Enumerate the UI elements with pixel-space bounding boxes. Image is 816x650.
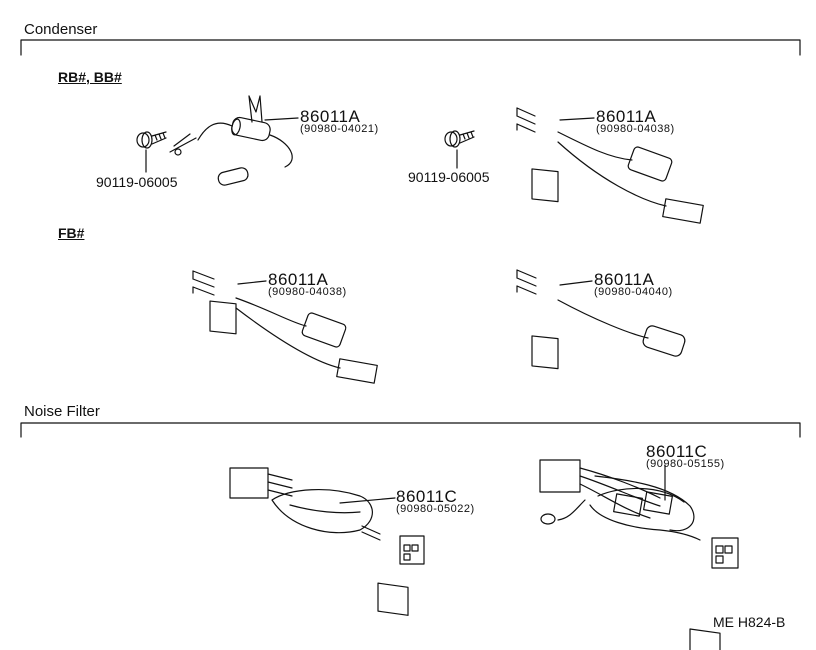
part-number-screw1: 90119-06005 <box>96 174 178 190</box>
noise-filter-section-label: Noise Filter <box>24 403 100 420</box>
leader-line-c2 <box>560 118 594 120</box>
condenser-section-bracket <box>21 40 800 55</box>
sub-number-c3: (90980-04038) <box>268 286 347 298</box>
leader-line-c3 <box>238 281 266 284</box>
screw-90119-06005-drawing-2 <box>445 131 474 147</box>
diagram-code: ME H824-B <box>713 614 786 630</box>
sub-number-nf1: (90980-05022) <box>396 503 475 515</box>
sub-number-c1: (90980-04021) <box>300 123 379 135</box>
condenser-86011a-04038-drawing-1 <box>517 108 703 223</box>
fb-group-label: FB# <box>58 225 85 241</box>
sub-number-nf2: (90980-05155) <box>646 458 725 470</box>
sub-number-c2: (90980-04038) <box>596 123 675 135</box>
rb-bb-group-label: RB#, BB# <box>58 69 122 85</box>
condenser-86011a-04021-drawing <box>170 96 292 186</box>
part-number-c3: 86011A <box>268 270 329 289</box>
condenser-86011a-04038-drawing-2 <box>193 271 377 383</box>
screw-90119-06005-drawing-1 <box>137 132 166 148</box>
part-number-nf1: 86011C <box>396 487 458 506</box>
noise-filter-86011c-05155-drawing <box>540 460 738 650</box>
part-number-nf2: 86011C <box>646 442 708 461</box>
condenser-section-label: Condenser <box>24 21 98 38</box>
noise-filter-86011c-05022-drawing <box>230 468 424 615</box>
condenser-86011a-04040-drawing <box>517 270 686 369</box>
leader-line-c1 <box>265 118 298 120</box>
noise-filter-section-bracket <box>21 423 800 437</box>
sub-number-c4: (90980-04040) <box>594 286 673 298</box>
part-number-screw2: 90119-06005 <box>408 169 490 185</box>
leader-line-c4 <box>560 281 592 285</box>
part-number-c4: 86011A <box>594 270 655 289</box>
part-number-c1: 86011A <box>300 107 361 126</box>
part-number-c2: 86011A <box>596 107 657 126</box>
